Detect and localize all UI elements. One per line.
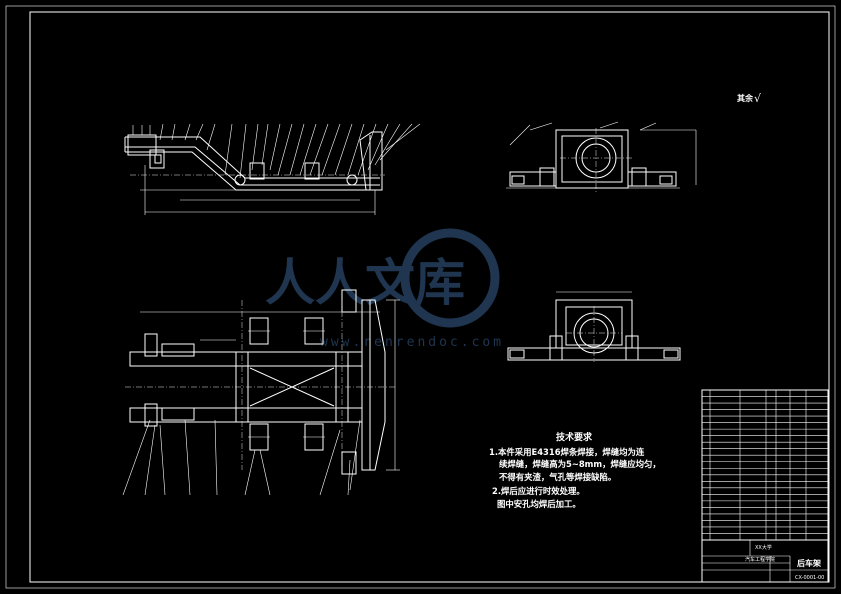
watermark-url: www.renrendoc.com <box>320 335 504 350</box>
plan-view <box>122 289 400 496</box>
inner-frame <box>29 11 830 583</box>
requirement-line-1: 1.本件采用E4316焊条焊接，焊缝均为连 <box>489 447 645 457</box>
technical-requirements: 技术要求 1.本件采用E4316焊条焊接，焊缝均为连 续焊缝，焊缝高为5~8mm… <box>489 431 661 509</box>
watermark: 人人文库 www.renrendoc.com <box>265 228 504 350</box>
outer-frame <box>5 5 836 589</box>
roughness-symbol: √ <box>754 92 762 105</box>
roughness-label: 其余 <box>737 93 754 103</box>
parts-list <box>701 389 829 541</box>
requirement-line-5: 图中安孔均焊后加工。 <box>497 499 581 509</box>
front-elevation-view <box>124 123 421 215</box>
drawing-name: 后车架 <box>797 558 821 568</box>
side-view <box>506 121 697 192</box>
requirement-line-3: 不得有夹渣，气孔等焊接缺陷。 <box>499 472 616 482</box>
watermark-text: 人人文库 <box>265 254 465 312</box>
title-block-subtitle: 汽车工程学院 <box>745 556 775 563</box>
title-block: XX大学 汽车工程学院 后车架 CX-0001-00 <box>701 539 829 583</box>
drawing-code: CX-0001-00 <box>795 575 824 581</box>
requirements-title: 技术要求 <box>556 431 593 443</box>
roughness-mark: 其余 √ <box>737 92 762 105</box>
section-view <box>507 291 681 362</box>
title-block-unit: XX大学 <box>755 544 772 551</box>
requirement-line-4: 2.焊后应进行时效处理。 <box>492 486 585 496</box>
requirement-line-2: 续焊缝，焊缝高为5~8mm，焊缝应均匀， <box>499 459 661 469</box>
